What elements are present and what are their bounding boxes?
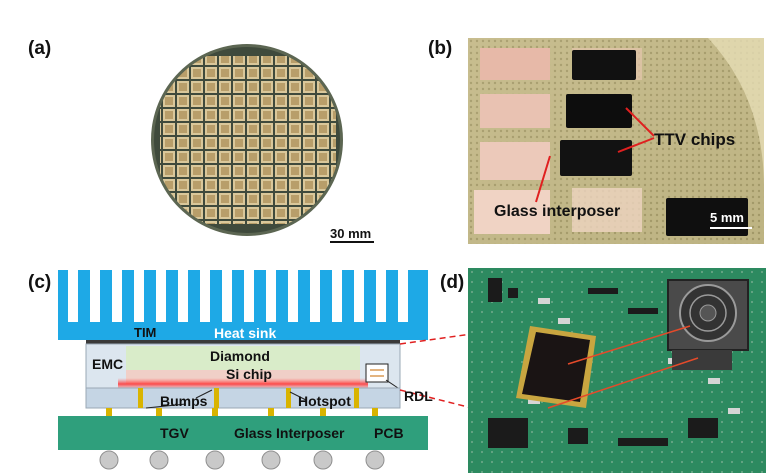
glass-interposer-label: Glass interposer	[494, 203, 621, 220]
scale-bar-b	[710, 227, 752, 229]
emc-label: EMC	[92, 356, 124, 372]
package-cross-section	[58, 270, 470, 470]
panel-label-c: (c)	[28, 272, 52, 293]
scale-bar-a	[330, 241, 374, 243]
scale-label-b: 5 mm	[710, 210, 744, 225]
hotspot-label: Hotspot	[298, 393, 351, 409]
tim-label: TIM	[134, 325, 157, 340]
wafer-photo	[151, 44, 343, 236]
pcb-label: PCB	[374, 425, 404, 441]
glass-interposer-photo	[468, 38, 764, 244]
panel-label-a: (a)	[28, 38, 52, 59]
bumps-label: Bumps	[160, 393, 208, 409]
si-chip-label: Si chip	[226, 366, 272, 382]
heat-sink-label: Heat sink	[214, 325, 277, 341]
scale-label-a: 30 mm	[330, 226, 372, 241]
rdl-label: RDL	[404, 388, 433, 404]
diamond-label: Diamond	[210, 348, 270, 364]
tgv-label: TGV	[160, 425, 189, 441]
panel-label-d: (d)	[440, 272, 465, 293]
glass-interposer-layer-label: Glass Interposer	[234, 425, 345, 441]
test-board-photo	[468, 268, 766, 473]
ttv-chips-label: TTV chips	[654, 130, 736, 149]
panel-label-b: (b)	[428, 38, 453, 59]
